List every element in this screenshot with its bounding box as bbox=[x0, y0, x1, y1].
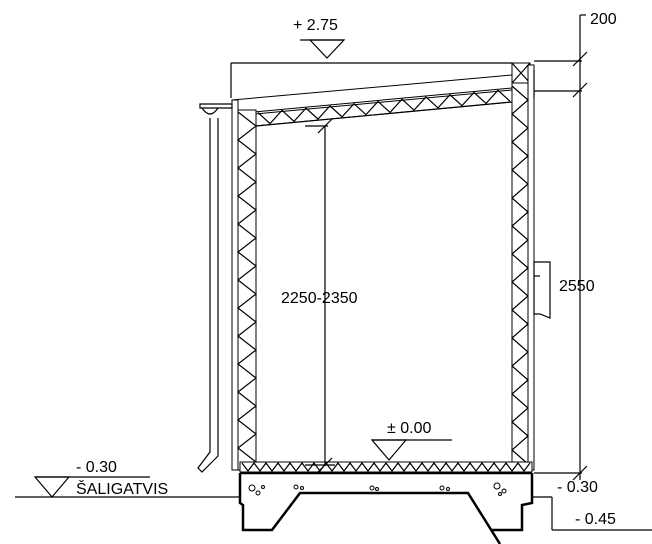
level-marker-floor bbox=[370, 439, 452, 461]
right-wall bbox=[511, 64, 535, 471]
gutter-downpipe bbox=[197, 103, 233, 473]
floor-level-label: ± 0.00 bbox=[387, 420, 431, 437]
roof-level-label: + 2.75 bbox=[293, 17, 338, 34]
wall-fixture bbox=[533, 261, 551, 319]
total-height-dimension bbox=[534, 14, 588, 481]
floor-slab bbox=[239, 461, 533, 475]
total-height-label: 2550 bbox=[559, 278, 595, 295]
level-marker-sidewalk bbox=[33, 476, 150, 498]
ground-line bbox=[15, 496, 652, 531]
interior-height-label: 2250-2350 bbox=[281, 290, 358, 307]
left-wall bbox=[231, 99, 257, 471]
roof-top-outline bbox=[230, 62, 512, 98]
foundation bbox=[238, 473, 534, 544]
foundation-aggregate bbox=[248, 482, 507, 496]
ground-right-level-label: - 0.45 bbox=[575, 511, 616, 528]
level-marker-roof bbox=[300, 39, 346, 59]
roof-thickness-label: 200 bbox=[590, 11, 617, 28]
sidewalk-level-label: - 0.30 bbox=[76, 459, 117, 476]
sidewalk-name-label: ŠALIGATVIS bbox=[76, 479, 168, 498]
base-right-level-label: - 0.30 bbox=[557, 479, 598, 496]
roof-slab bbox=[231, 62, 531, 127]
ceiling-line bbox=[255, 101, 513, 127]
interior-height-dimension bbox=[305, 118, 335, 473]
